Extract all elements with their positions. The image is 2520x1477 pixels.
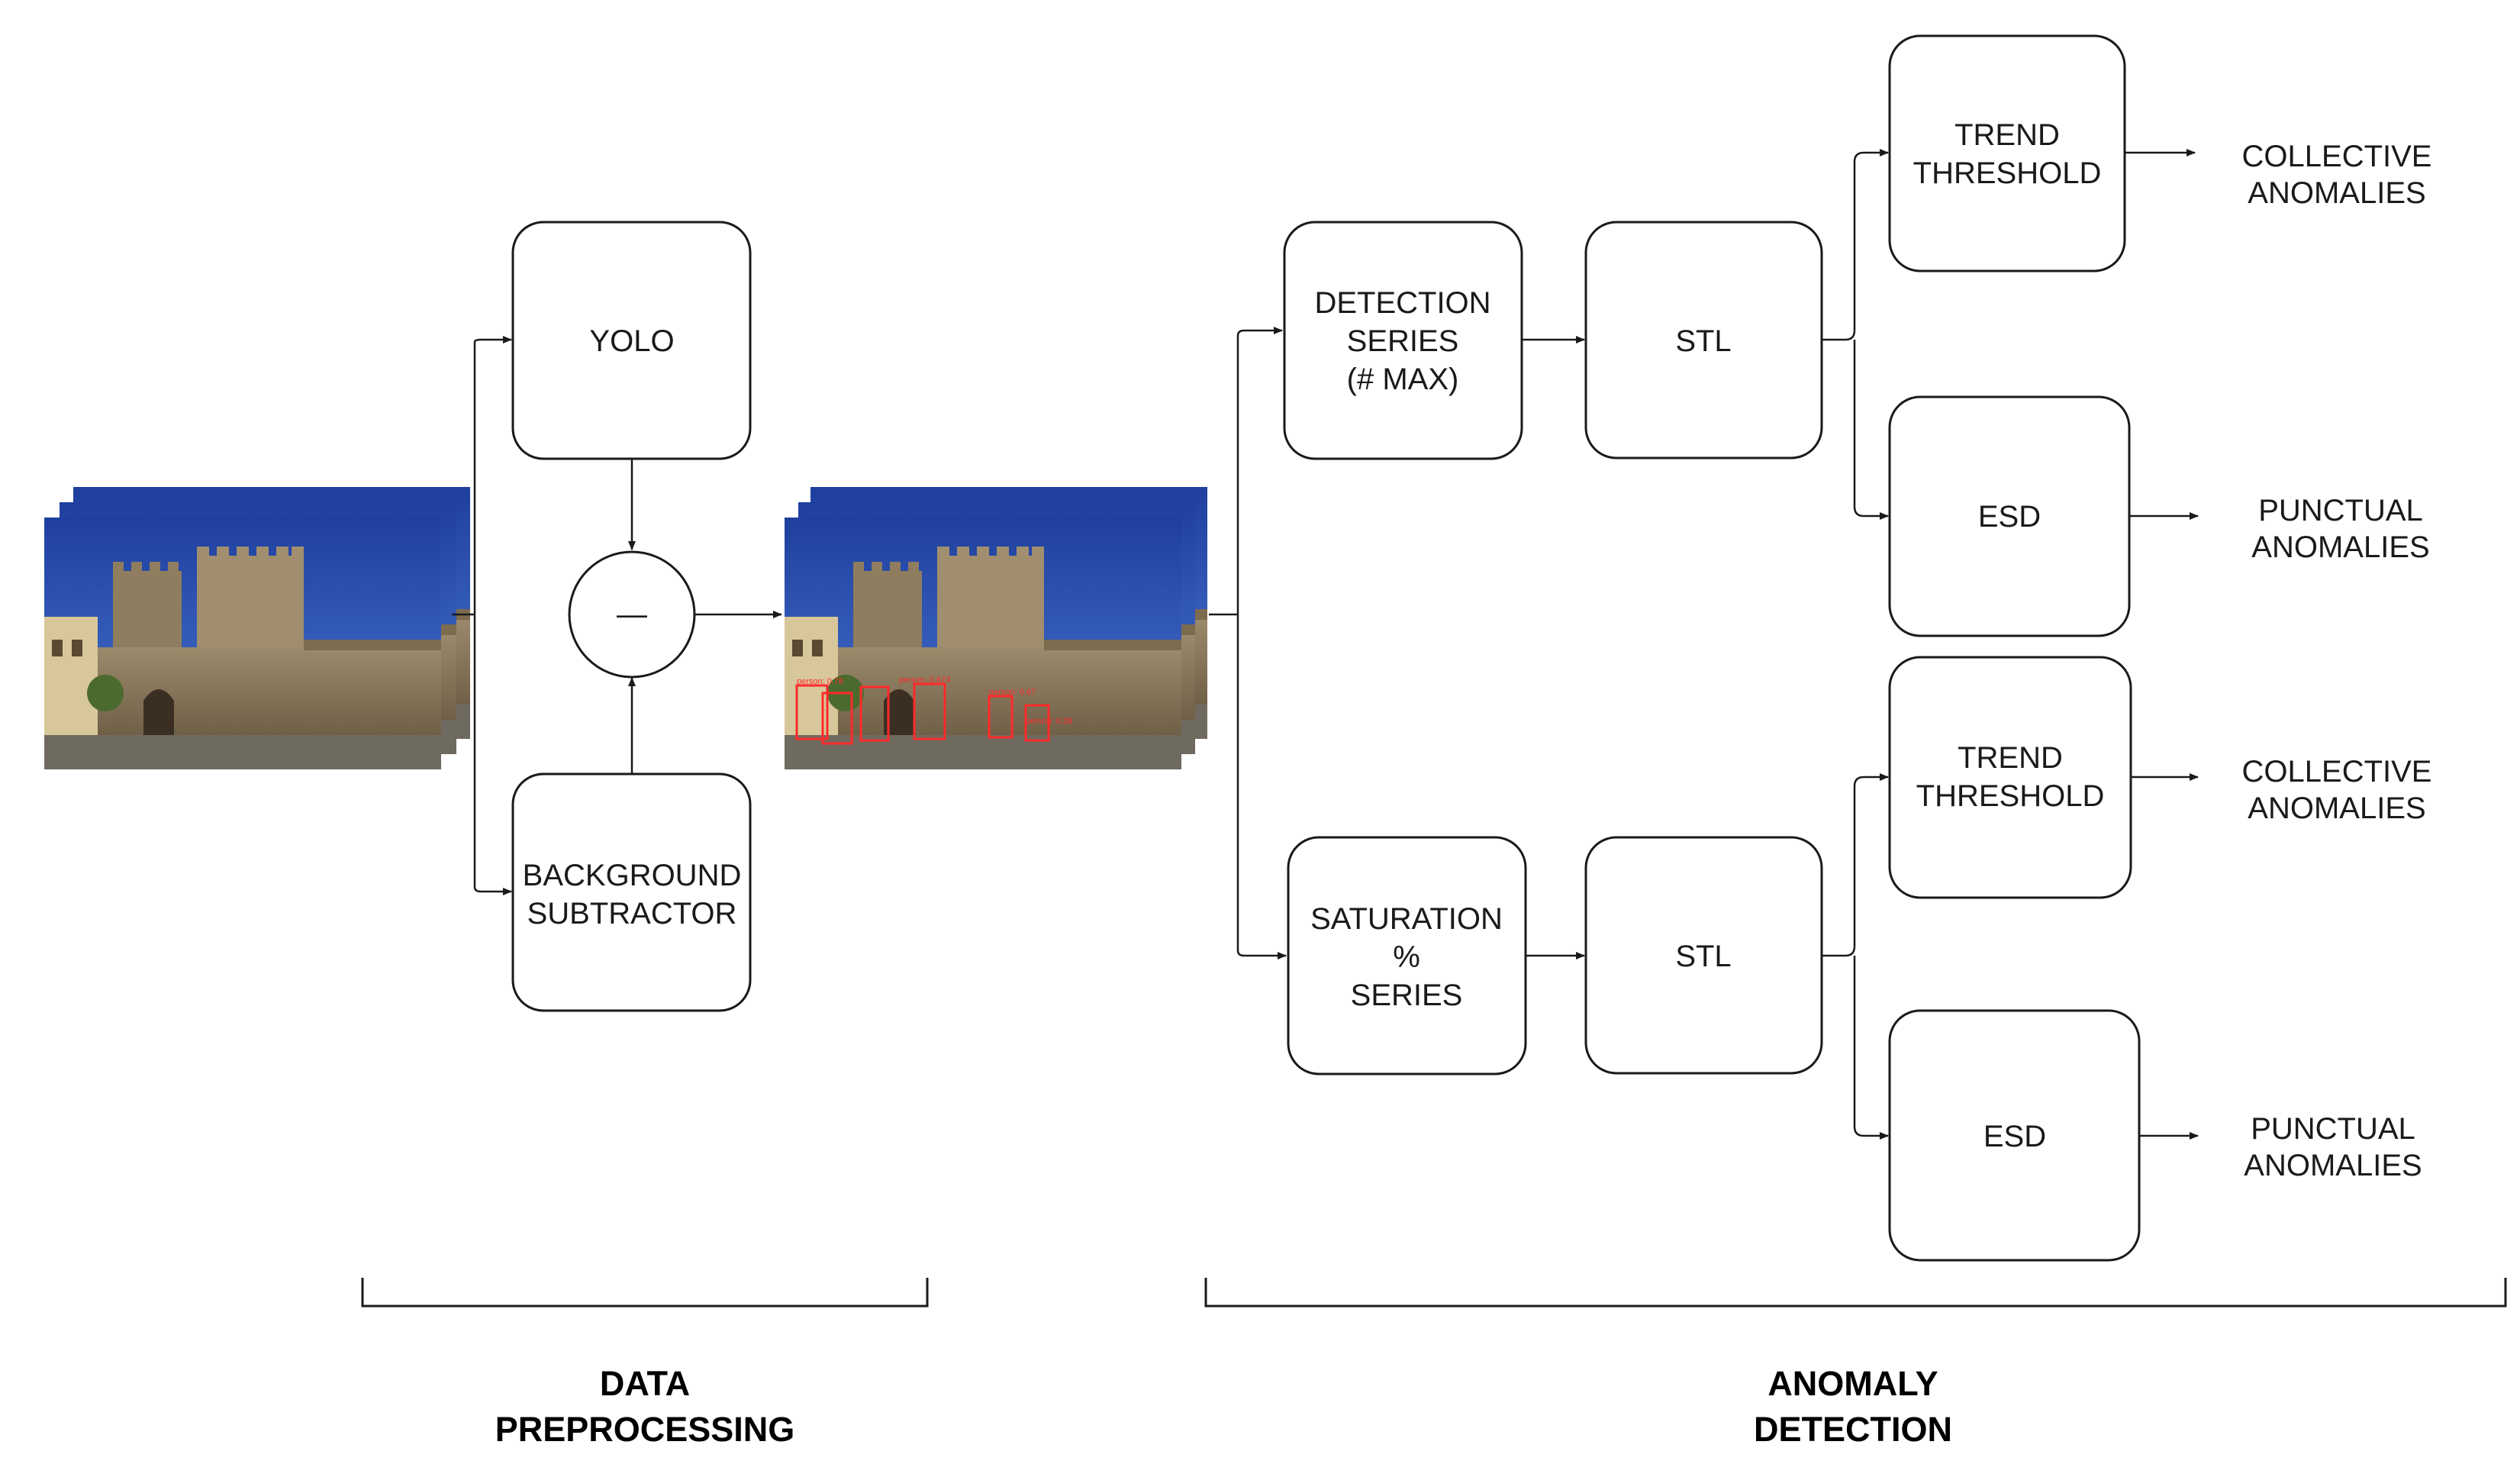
input-frame-front: [44, 518, 441, 769]
trend-threshold-bottom-label-line1: TREND: [1958, 741, 2063, 775]
subtraction-node: [568, 550, 696, 679]
data-preprocessing-title-line2: PREPROCESSING: [495, 1410, 795, 1449]
minus-icon: —: [617, 598, 647, 631]
detector-connectors: [1822, 149, 1889, 1140]
preprocessing-connectors: [452, 336, 782, 895]
data-preprocessing-title-line1: DATA: [600, 1364, 690, 1403]
yolo-label: YOLO: [589, 324, 674, 358]
processed-image-stack: person: 0.78 person: 0.674 person: 0.67 …: [785, 487, 1207, 769]
collective-anomalies-top-line1: COLLECTIVE: [2242, 140, 2432, 173]
saturation-series-label-line3: SERIES: [1351, 979, 1463, 1012]
esd-top-label: ESD: [1978, 500, 2041, 534]
detection-label: person: 0.28: [1026, 717, 1072, 726]
output-connectors: [2125, 149, 2199, 1140]
detection-series-label-line3: (# MAX): [1347, 363, 1459, 396]
punctual-anomalies-top-line2: ANOMALIES: [2251, 530, 2429, 564]
detection-label: person: 0.67: [989, 688, 1036, 697]
input-image-stack: [44, 487, 470, 769]
detection-series-box: [1283, 221, 1523, 460]
anomaly-detection-title-line1: ANOMALY: [1768, 1364, 1938, 1403]
trend-threshold-bottom-label-line2: THRESHOLD: [1916, 779, 2105, 813]
detection-box: [821, 692, 853, 745]
detection-box: [988, 695, 1013, 739]
detection-box: [1024, 704, 1050, 742]
processed-frame-front: person: 0.78 person: 0.674 person: 0.67 …: [785, 518, 1181, 769]
saturation-series-label-line2: %: [1393, 940, 1420, 974]
stl-bottom-label: STL: [1675, 940, 1731, 973]
stl-top-label: STL: [1675, 324, 1731, 358]
series-connectors: [1209, 327, 1585, 959]
detection-box: [859, 685, 890, 742]
collective-anomalies-bottom-line1: COLLECTIVE: [2242, 755, 2432, 788]
detection-series-label-line2: SERIES: [1347, 324, 1459, 358]
anomaly-detection-title-line2: DETECTION: [1754, 1410, 1952, 1449]
punctual-anomalies-top-line1: PUNCTUAL: [2258, 494, 2423, 527]
esd-bottom-label: ESD: [1983, 1120, 2046, 1153]
saturation-series-label-line1: SATURATION: [1310, 902, 1503, 936]
anomaly-detection-bracket: [1204, 1278, 2507, 1308]
detection-label: person: 0.674: [899, 676, 950, 685]
trend-threshold-bottom-box: [1888, 656, 2132, 899]
detection-box: [913, 682, 946, 740]
yolo-box: [511, 221, 752, 460]
punctual-anomalies-bottom-line1: PUNCTUAL: [2251, 1112, 2415, 1146]
background-subtractor-label-line1: BACKGROUND: [523, 859, 742, 892]
collective-anomalies-top-line2: ANOMALIES: [2248, 176, 2425, 210]
detection-series-label-line1: DETECTION: [1314, 286, 1490, 320]
collective-anomalies-bottom-line2: ANOMALIES: [2248, 792, 2425, 825]
punctual-anomalies-bottom-line2: ANOMALIES: [2244, 1149, 2422, 1182]
trend-threshold-top-label-line2: THRESHOLD: [1913, 156, 2102, 190]
data-preprocessing-bracket: [361, 1278, 929, 1308]
saturation-series-box: [1287, 836, 1527, 1076]
trend-threshold-top-label-line1: TREND: [1954, 118, 2060, 152]
detection-label: person: 0.78: [797, 677, 843, 686]
trend-threshold-top-box: [1888, 34, 2126, 273]
detection-box: [795, 684, 829, 740]
background-subtractor-label-line2: SUBTRACTOR: [527, 897, 737, 930]
background-subtractor-box: [511, 772, 752, 1012]
